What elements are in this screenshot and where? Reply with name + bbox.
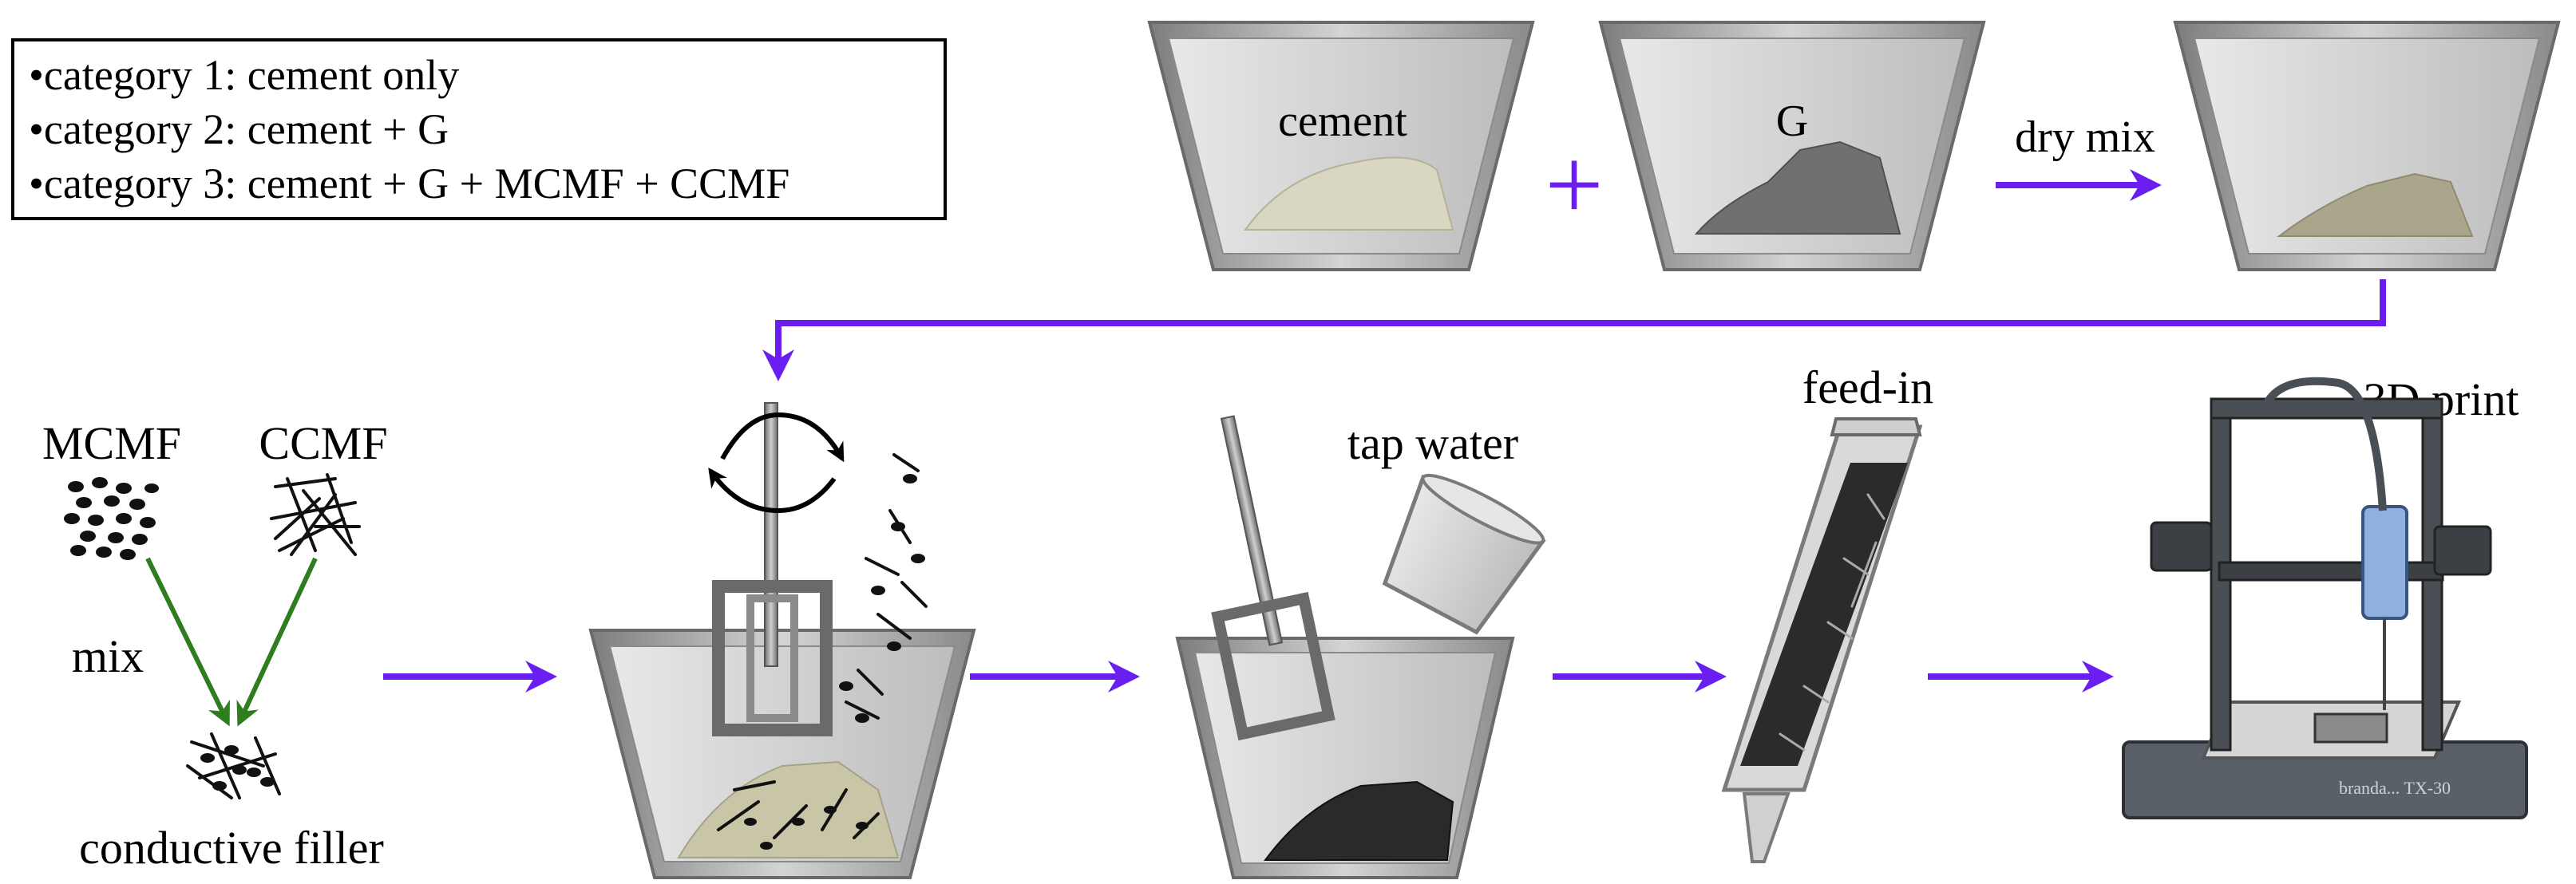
ccmf-to-filler-arrow: [236, 557, 318, 727]
3d-printer: branda... TX-30: [2122, 377, 2528, 819]
stirrer: [712, 402, 833, 736]
mix-label: mix: [72, 630, 144, 682]
conductive-filler-label: conductive filler: [79, 822, 384, 874]
rotation-arrows-icon: [708, 412, 845, 514]
legend-box: •category 1: cement only •category 2: ce…: [11, 38, 947, 220]
dry-mix-label: dry mix: [2015, 112, 2155, 162]
syringe-cartridge: [1721, 417, 1923, 863]
water-cup-icon: [1382, 473, 1546, 635]
dry-mix-bowl: [2174, 21, 2560, 271]
tap-water-label: tap water: [1347, 417, 1518, 469]
cement-label: cement: [1278, 97, 1407, 146]
plus-sign: +: [1545, 128, 1603, 243]
falling-filler-stream: [839, 453, 928, 723]
mcmf-to-filler-arrow: [145, 557, 230, 727]
wet-mix-paste: [1264, 780, 1454, 861]
dry-mix-powder: [2277, 172, 2474, 237]
feed-in-label: feed-in: [1802, 361, 1933, 413]
mcmf-label: MCMF: [42, 417, 181, 469]
wet-stirrer: [1211, 415, 1335, 741]
dry-mix-to-mixer-connector: [762, 279, 2386, 381]
dry-mixing-bowl: [589, 629, 975, 879]
ccmf-fibers: [270, 473, 361, 556]
cement-bowl: [1148, 21, 1534, 271]
wet-mixing-bowl: [1176, 637, 1514, 879]
g-powder: [1694, 140, 1901, 235]
conductive-filler-mixture: [186, 732, 281, 799]
ccmf-label: CCMF: [259, 417, 387, 469]
g-bowl: [1599, 21, 1985, 271]
g-label: G: [1776, 97, 1808, 146]
legend-item-category-3: •category 3: cement + G + MCMF + CCMF: [29, 160, 790, 207]
mcmf-particles: [64, 477, 159, 560]
cement-powder: [1244, 156, 1454, 231]
legend-item-category-2: •category 2: cement + G: [29, 105, 449, 153]
printer-brand-label: branda... TX-30: [2339, 778, 2451, 798]
legend-item-category-1: •category 1: cement only: [29, 51, 460, 99]
